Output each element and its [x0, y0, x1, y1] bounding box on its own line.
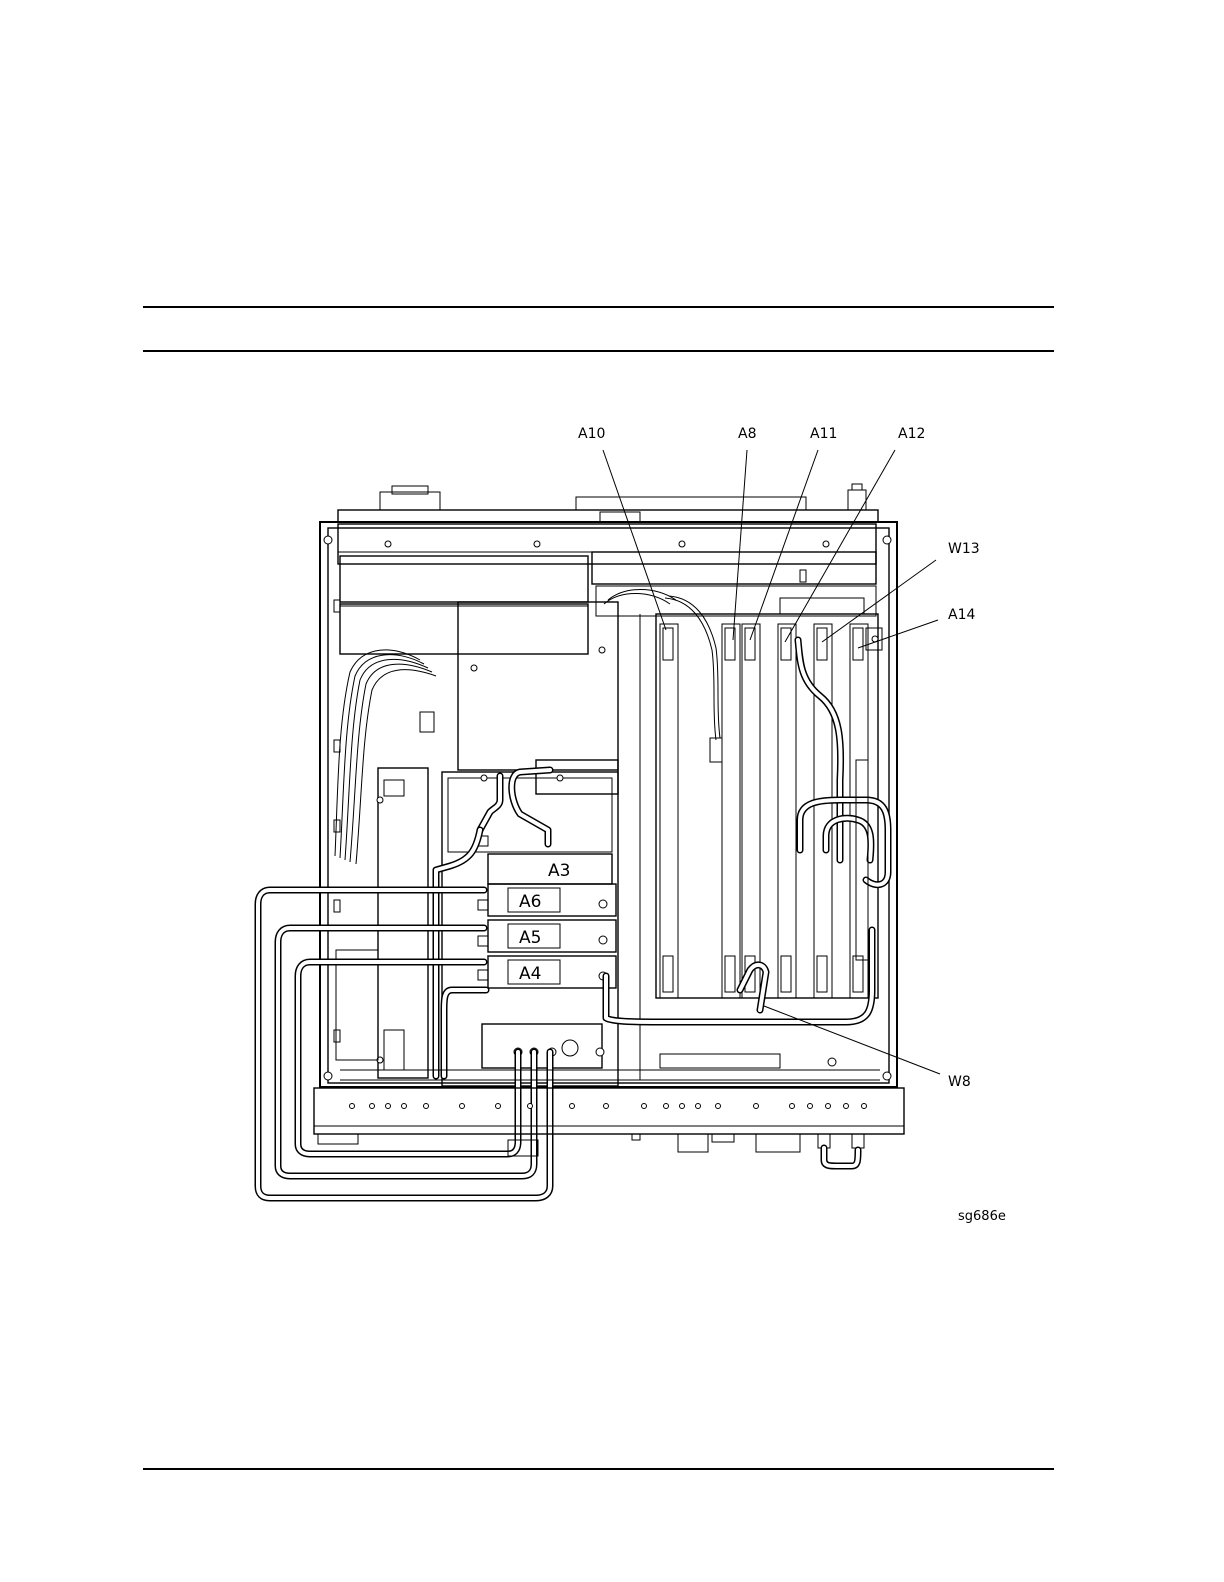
module-label-a6: A6 [519, 892, 541, 912]
callout-a12: A12 [898, 426, 925, 442]
rear-panel [338, 484, 878, 522]
power-supply [340, 556, 618, 770]
module-label-a5: A5 [519, 928, 541, 948]
internal-cables [436, 770, 872, 1076]
card-cage-top [592, 552, 876, 616]
callout-a8: A8 [738, 426, 756, 442]
rf-module-assembly [442, 760, 618, 1086]
module-label-a3: A3 [548, 861, 570, 881]
callout-a11: A11 [810, 426, 837, 442]
callout-w13: W13 [948, 541, 980, 557]
callout-w8: W8 [948, 1074, 971, 1090]
left-bracket [336, 768, 428, 1078]
callout-a10: A10 [578, 426, 605, 442]
a10-harness [665, 596, 722, 762]
w13-cable [798, 640, 888, 960]
callout-a14: A14 [948, 607, 975, 623]
lower-chassis [340, 1054, 880, 1080]
figure-id: sg686e [958, 1209, 1006, 1224]
ribbon-cable [335, 650, 436, 864]
module-label-a4: A4 [519, 964, 541, 984]
